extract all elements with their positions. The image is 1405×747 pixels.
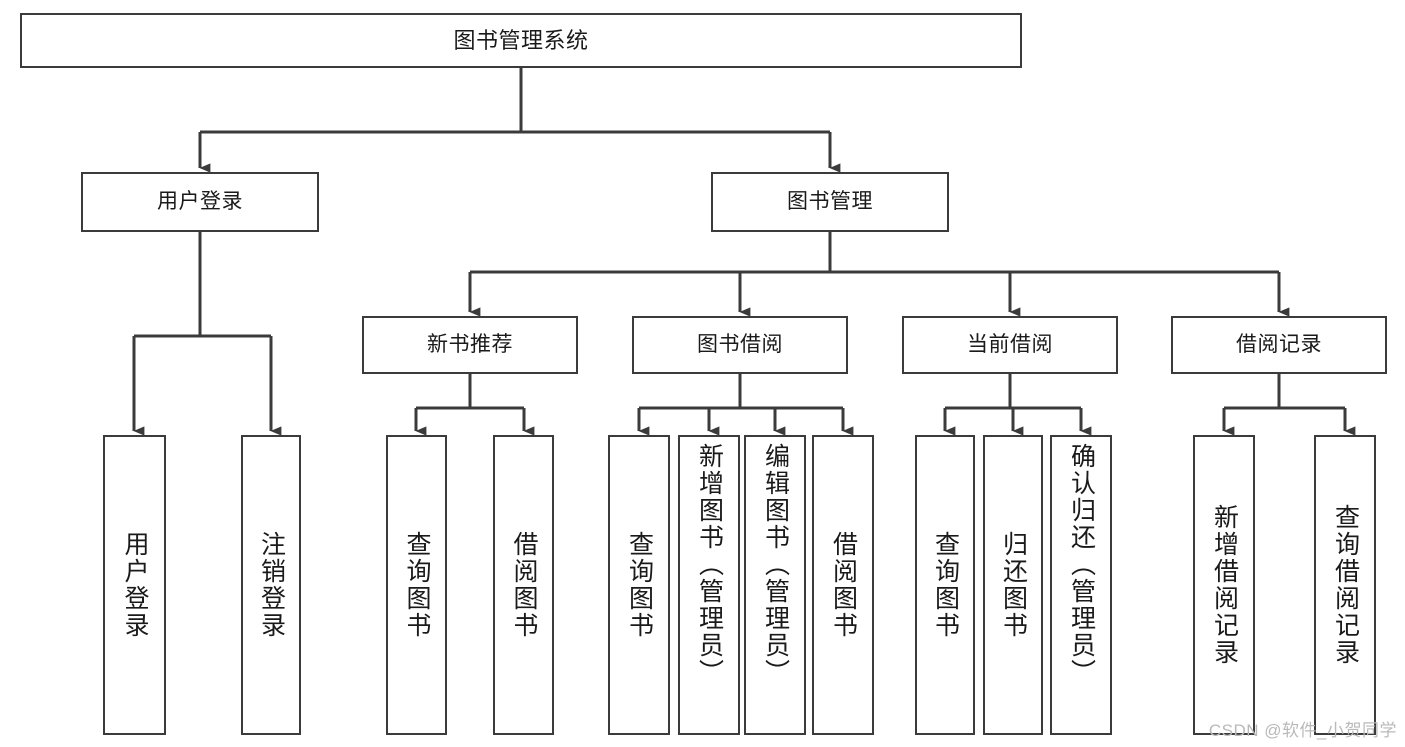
leaf-query-borrow-record[interactable]: 查询借阅记录 [1314, 435, 1376, 735]
node-label: 新书推荐 [427, 332, 513, 356]
leaf-edit-book-admin[interactable]: 编辑图书（管理员） [744, 435, 806, 735]
node-label: 注销登录 [257, 531, 286, 639]
node-label: 确认归还（管理员） [1067, 443, 1096, 686]
node-label: 用户登录 [157, 189, 243, 213]
leaf-query-book-current[interactable]: 查询图书 [915, 435, 975, 735]
node-label: 编辑图书（管理员） [761, 443, 790, 686]
node-label: 查询图书 [403, 531, 431, 639]
csdn-watermark: CSDN @软件_小贺同学 [1208, 721, 1397, 740]
node-label: 归还图书 [999, 531, 1028, 639]
leaf-query-book-recommend[interactable]: 查询图书 [386, 435, 447, 735]
node-label: 借阅记录 [1236, 332, 1322, 356]
node-label: 当前借阅 [967, 332, 1053, 356]
node-user-login[interactable]: 用户登录 [81, 172, 319, 232]
leaf-logout-login[interactable]: 注销登录 [241, 435, 301, 735]
leaf-query-book-borrow[interactable]: 查询图书 [608, 435, 670, 735]
node-borrow-record[interactable]: 借阅记录 [1171, 316, 1387, 374]
node-label: 查询借阅记录 [1331, 504, 1360, 666]
node-label: 借阅图书 [829, 531, 858, 639]
node-label: 图书借阅 [697, 332, 783, 356]
node-label: 借阅图书 [510, 531, 538, 639]
leaf-add-book-admin[interactable]: 新增图书（管理员） [678, 435, 740, 735]
node-label: 新增图书（管理员） [695, 443, 724, 686]
node-label: 查询图书 [625, 531, 654, 639]
leaf-user-login[interactable]: 用户登录 [103, 435, 166, 735]
node-label: 查询图书 [931, 531, 960, 639]
leaf-borrow-book-recommend[interactable]: 借阅图书 [493, 435, 554, 735]
node-book-manage[interactable]: 图书管理 [711, 172, 949, 232]
node-label: 新增借阅记录 [1210, 504, 1239, 666]
node-book-borrow[interactable]: 图书借阅 [632, 316, 848, 374]
node-root-system[interactable]: 图书管理系统 [20, 13, 1022, 68]
node-new-book-recommend[interactable]: 新书推荐 [362, 316, 578, 374]
node-label: 图书管理系统 [453, 27, 589, 53]
leaf-add-borrow-record[interactable]: 新增借阅记录 [1193, 435, 1255, 735]
node-label: 用户登录 [121, 531, 149, 639]
node-current-borrow[interactable]: 当前借阅 [902, 316, 1118, 374]
leaf-confirm-return-admin[interactable]: 确认归还（管理员） [1050, 435, 1112, 735]
leaf-borrow-book[interactable]: 借阅图书 [812, 435, 874, 735]
node-label: 图书管理 [787, 189, 873, 213]
leaf-return-book[interactable]: 归还图书 [983, 435, 1043, 735]
